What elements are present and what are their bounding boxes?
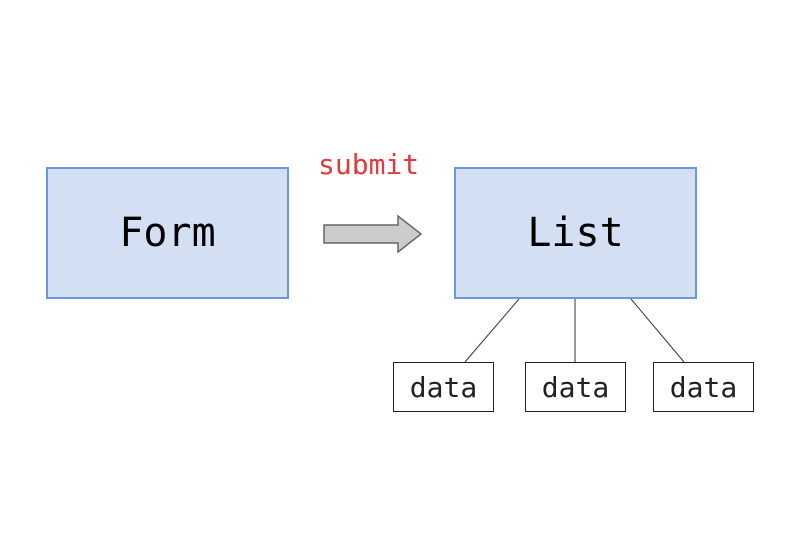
connector-list-data-1 (464, 298, 520, 363)
submit-arrow (323, 214, 423, 254)
data-node-label: data (669, 370, 738, 404)
data-node-label: data (409, 370, 478, 404)
list-node-label: List (527, 210, 624, 256)
data-node-2: data (525, 362, 626, 412)
form-node-label: Form (119, 210, 216, 256)
data-node-3: data (653, 362, 754, 412)
submit-edge-label: submit (318, 148, 420, 181)
connector-list-data-3 (630, 298, 685, 363)
form-node: Form (46, 167, 289, 299)
data-node-1: data (393, 362, 494, 412)
data-node-label: data (541, 370, 610, 404)
list-node: List (454, 167, 697, 299)
